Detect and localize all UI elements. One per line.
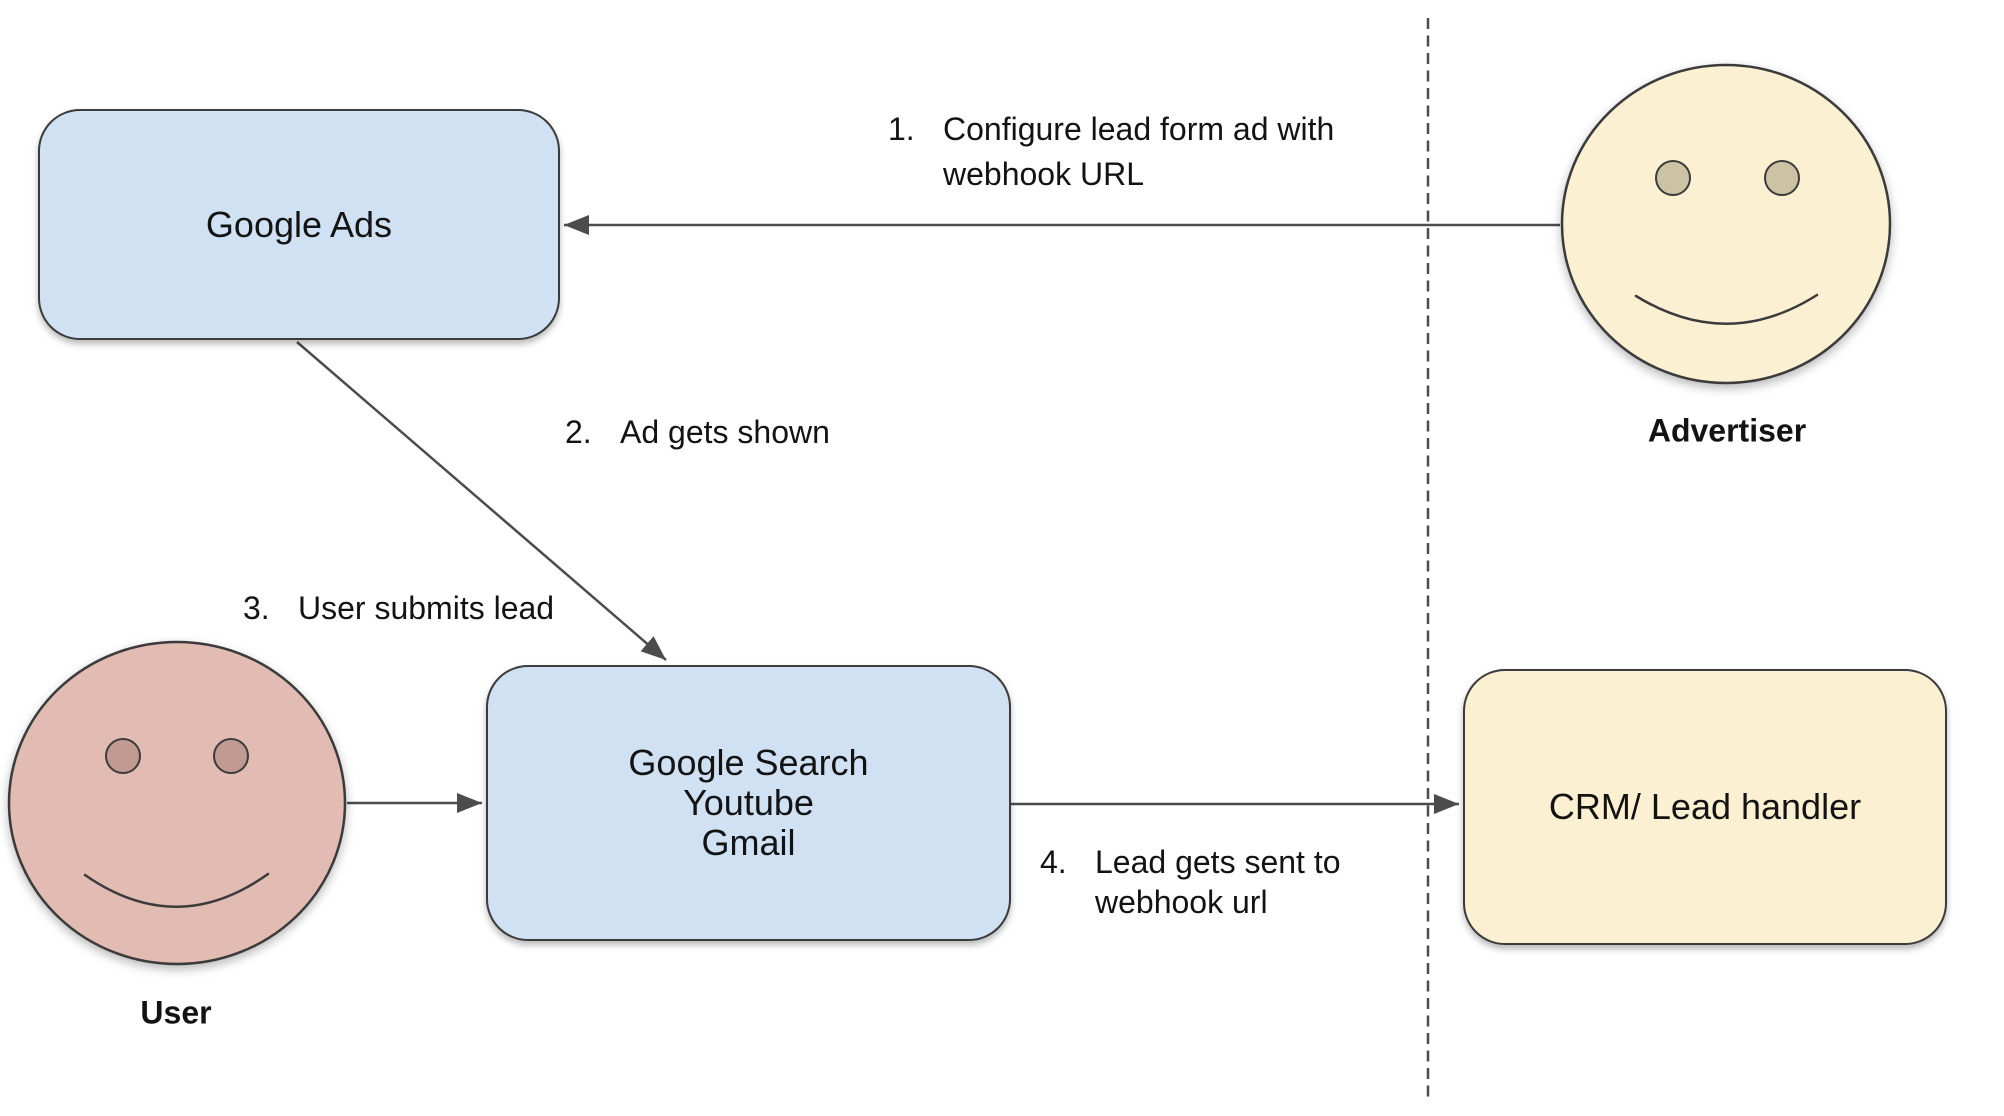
google-surfaces-line-1: Google Search: [628, 742, 869, 783]
advertiser-right-eye-icon: [1764, 160, 1800, 196]
step-4-number: 4.: [1040, 844, 1067, 880]
step-3-text: User submits lead: [298, 590, 555, 626]
step-3-number: 3.: [243, 590, 270, 626]
step-2-text: Ad gets shown: [620, 414, 830, 450]
crm-label: CRM/ Lead handler: [1548, 786, 1862, 827]
google-surfaces-line-2: Youtube: [683, 782, 814, 823]
step-3-annotation: 3. User submits lead: [243, 586, 554, 631]
google-ads-node: Google Ads: [38, 109, 560, 340]
google-surfaces-line-3: Gmail: [701, 822, 796, 863]
step-2-annotation: 2. Ad gets shown: [565, 410, 830, 455]
user-left-eye-icon: [105, 738, 141, 774]
user-smile-icon: [83, 872, 270, 908]
advertiser-left-eye-icon: [1655, 160, 1691, 196]
user-right-eye-icon: [213, 738, 249, 774]
user-smiley-face-icon: [7, 640, 347, 966]
google-surfaces-node: Google Search Youtube Gmail: [486, 665, 1011, 941]
step-1-number: 1.: [888, 111, 915, 147]
google-ads-label: Google Ads: [205, 203, 393, 245]
advertiser-label: Advertiser: [1647, 412, 1807, 449]
arrow-google-ads-to-google-surfaces: [296, 341, 667, 661]
user-label: User: [140, 994, 212, 1031]
crm-node: CRM/ Lead handler: [1463, 669, 1947, 945]
advertiser-smiley-face-icon: [1560, 63, 1892, 385]
advertiser-smile-icon: [1634, 293, 1819, 325]
step-2-number: 2.: [565, 414, 592, 450]
